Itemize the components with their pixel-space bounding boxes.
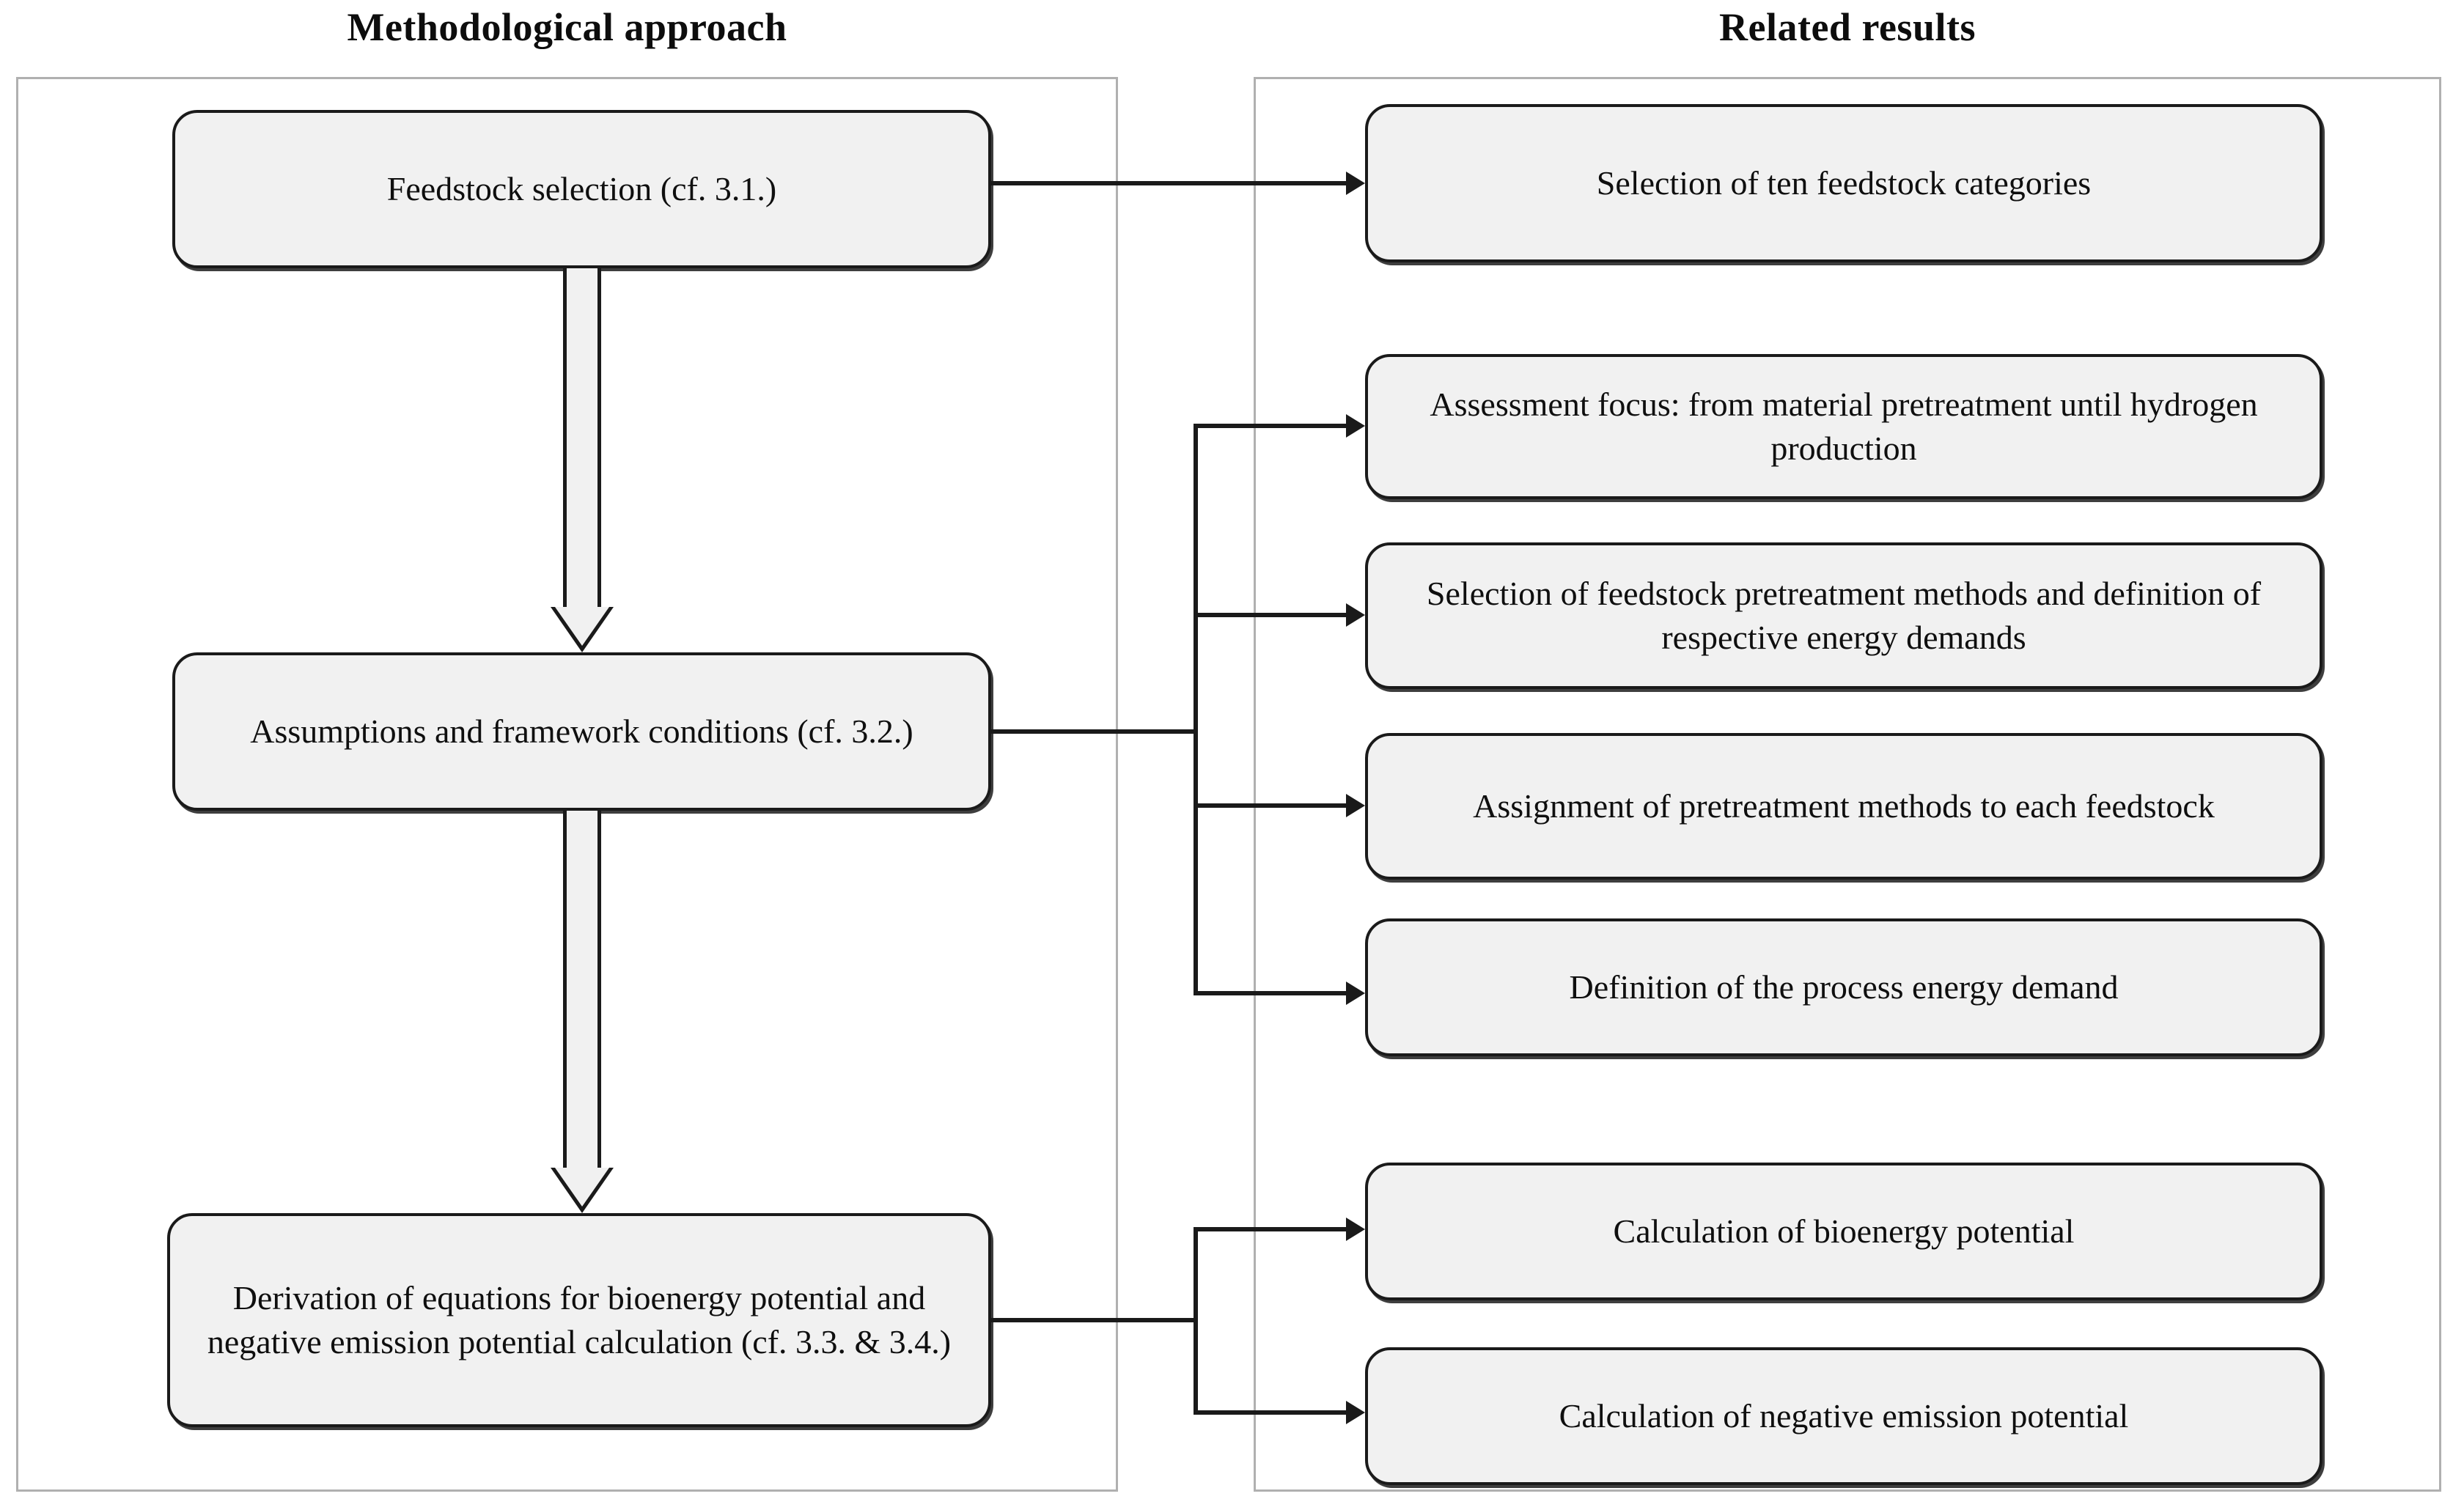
connector-branch-result4 — [1194, 803, 1346, 808]
connector-derivation-trunk — [1194, 1227, 1198, 1415]
connector-branch-result7 — [1194, 1410, 1346, 1415]
node-calculation-negative-emission-potential-label: Calculation of negative emission potenti… — [1559, 1397, 2129, 1435]
node-derivation-equations[interactable]: Derivation of equations for bioenergy po… — [167, 1213, 991, 1427]
node-assessment-focus-label: Assessment focus: from material pretreat… — [1430, 386, 2258, 467]
column-title-related-results: Related results — [1719, 5, 1976, 49]
node-calculation-bioenergy-potential[interactable]: Calculation of bioenergy potential — [1365, 1163, 2323, 1300]
node-derivation-equations-label: Derivation of equations for bioenergy po… — [207, 1279, 952, 1360]
node-selection-ten-feedstock-categories[interactable]: Selection of ten feedstock categories — [1365, 104, 2323, 262]
connector-derivation-stem — [991, 1318, 1198, 1322]
arrowhead-result1 — [1346, 172, 1365, 195]
node-assumptions-framework[interactable]: Assumptions and framework conditions (cf… — [172, 652, 991, 811]
connector-feedstock-to-result1 — [991, 181, 1346, 185]
connector-branch-result2 — [1194, 424, 1346, 428]
node-definition-process-energy-demand[interactable]: Definition of the process energy demand — [1365, 918, 2323, 1056]
column-title-methodological-approach: Methodological approach — [347, 5, 787, 49]
connector-branch-result3 — [1194, 613, 1346, 617]
panel-methodological-approach — [16, 77, 1118, 1492]
arrowhead-result3 — [1346, 603, 1365, 627]
arrowhead-result7 — [1346, 1401, 1365, 1424]
node-calculation-bioenergy-potential-label: Calculation of bioenergy potential — [1613, 1212, 2075, 1251]
node-assignment-pretreatment-methods[interactable]: Assignment of pretreatment methods to ea… — [1365, 733, 2323, 880]
arrowhead-result2 — [1346, 414, 1365, 438]
arrowhead-result4 — [1346, 794, 1365, 817]
node-assumptions-framework-label: Assumptions and framework conditions (cf… — [250, 712, 913, 751]
node-assignment-pretreatment-methods-label: Assignment of pretreatment methods to ea… — [1473, 787, 2215, 825]
node-feedstock-selection[interactable]: Feedstock selection (cf. 3.1.) — [172, 110, 991, 268]
connector-assumptions-trunk — [1194, 424, 1198, 995]
node-selection-pretreatment-methods[interactable]: Selection of feedstock pretreatment meth… — [1365, 542, 2323, 689]
node-selection-ten-feedstock-categories-label: Selection of ten feedstock categories — [1596, 164, 2092, 202]
node-assessment-focus[interactable]: Assessment focus: from material pretreat… — [1365, 354, 2323, 499]
arrowhead-result6 — [1346, 1218, 1365, 1241]
connector-branch-result6 — [1194, 1227, 1346, 1231]
block-arrow-feedstock-to-assumptions — [551, 268, 614, 652]
node-definition-process-energy-demand-label: Definition of the process energy demand — [1569, 968, 2119, 1006]
node-selection-pretreatment-methods-label: Selection of feedstock pretreatment meth… — [1426, 575, 2262, 656]
arrowhead-result5 — [1346, 982, 1365, 1005]
connector-assumptions-stem — [991, 729, 1198, 734]
panel-related-results — [1254, 77, 2441, 1492]
node-feedstock-selection-label: Feedstock selection (cf. 3.1.) — [386, 170, 777, 208]
connector-branch-result5 — [1194, 991, 1346, 995]
block-arrow-assumptions-to-derivation — [551, 811, 614, 1213]
node-calculation-negative-emission-potential[interactable]: Calculation of negative emission potenti… — [1365, 1347, 2323, 1485]
